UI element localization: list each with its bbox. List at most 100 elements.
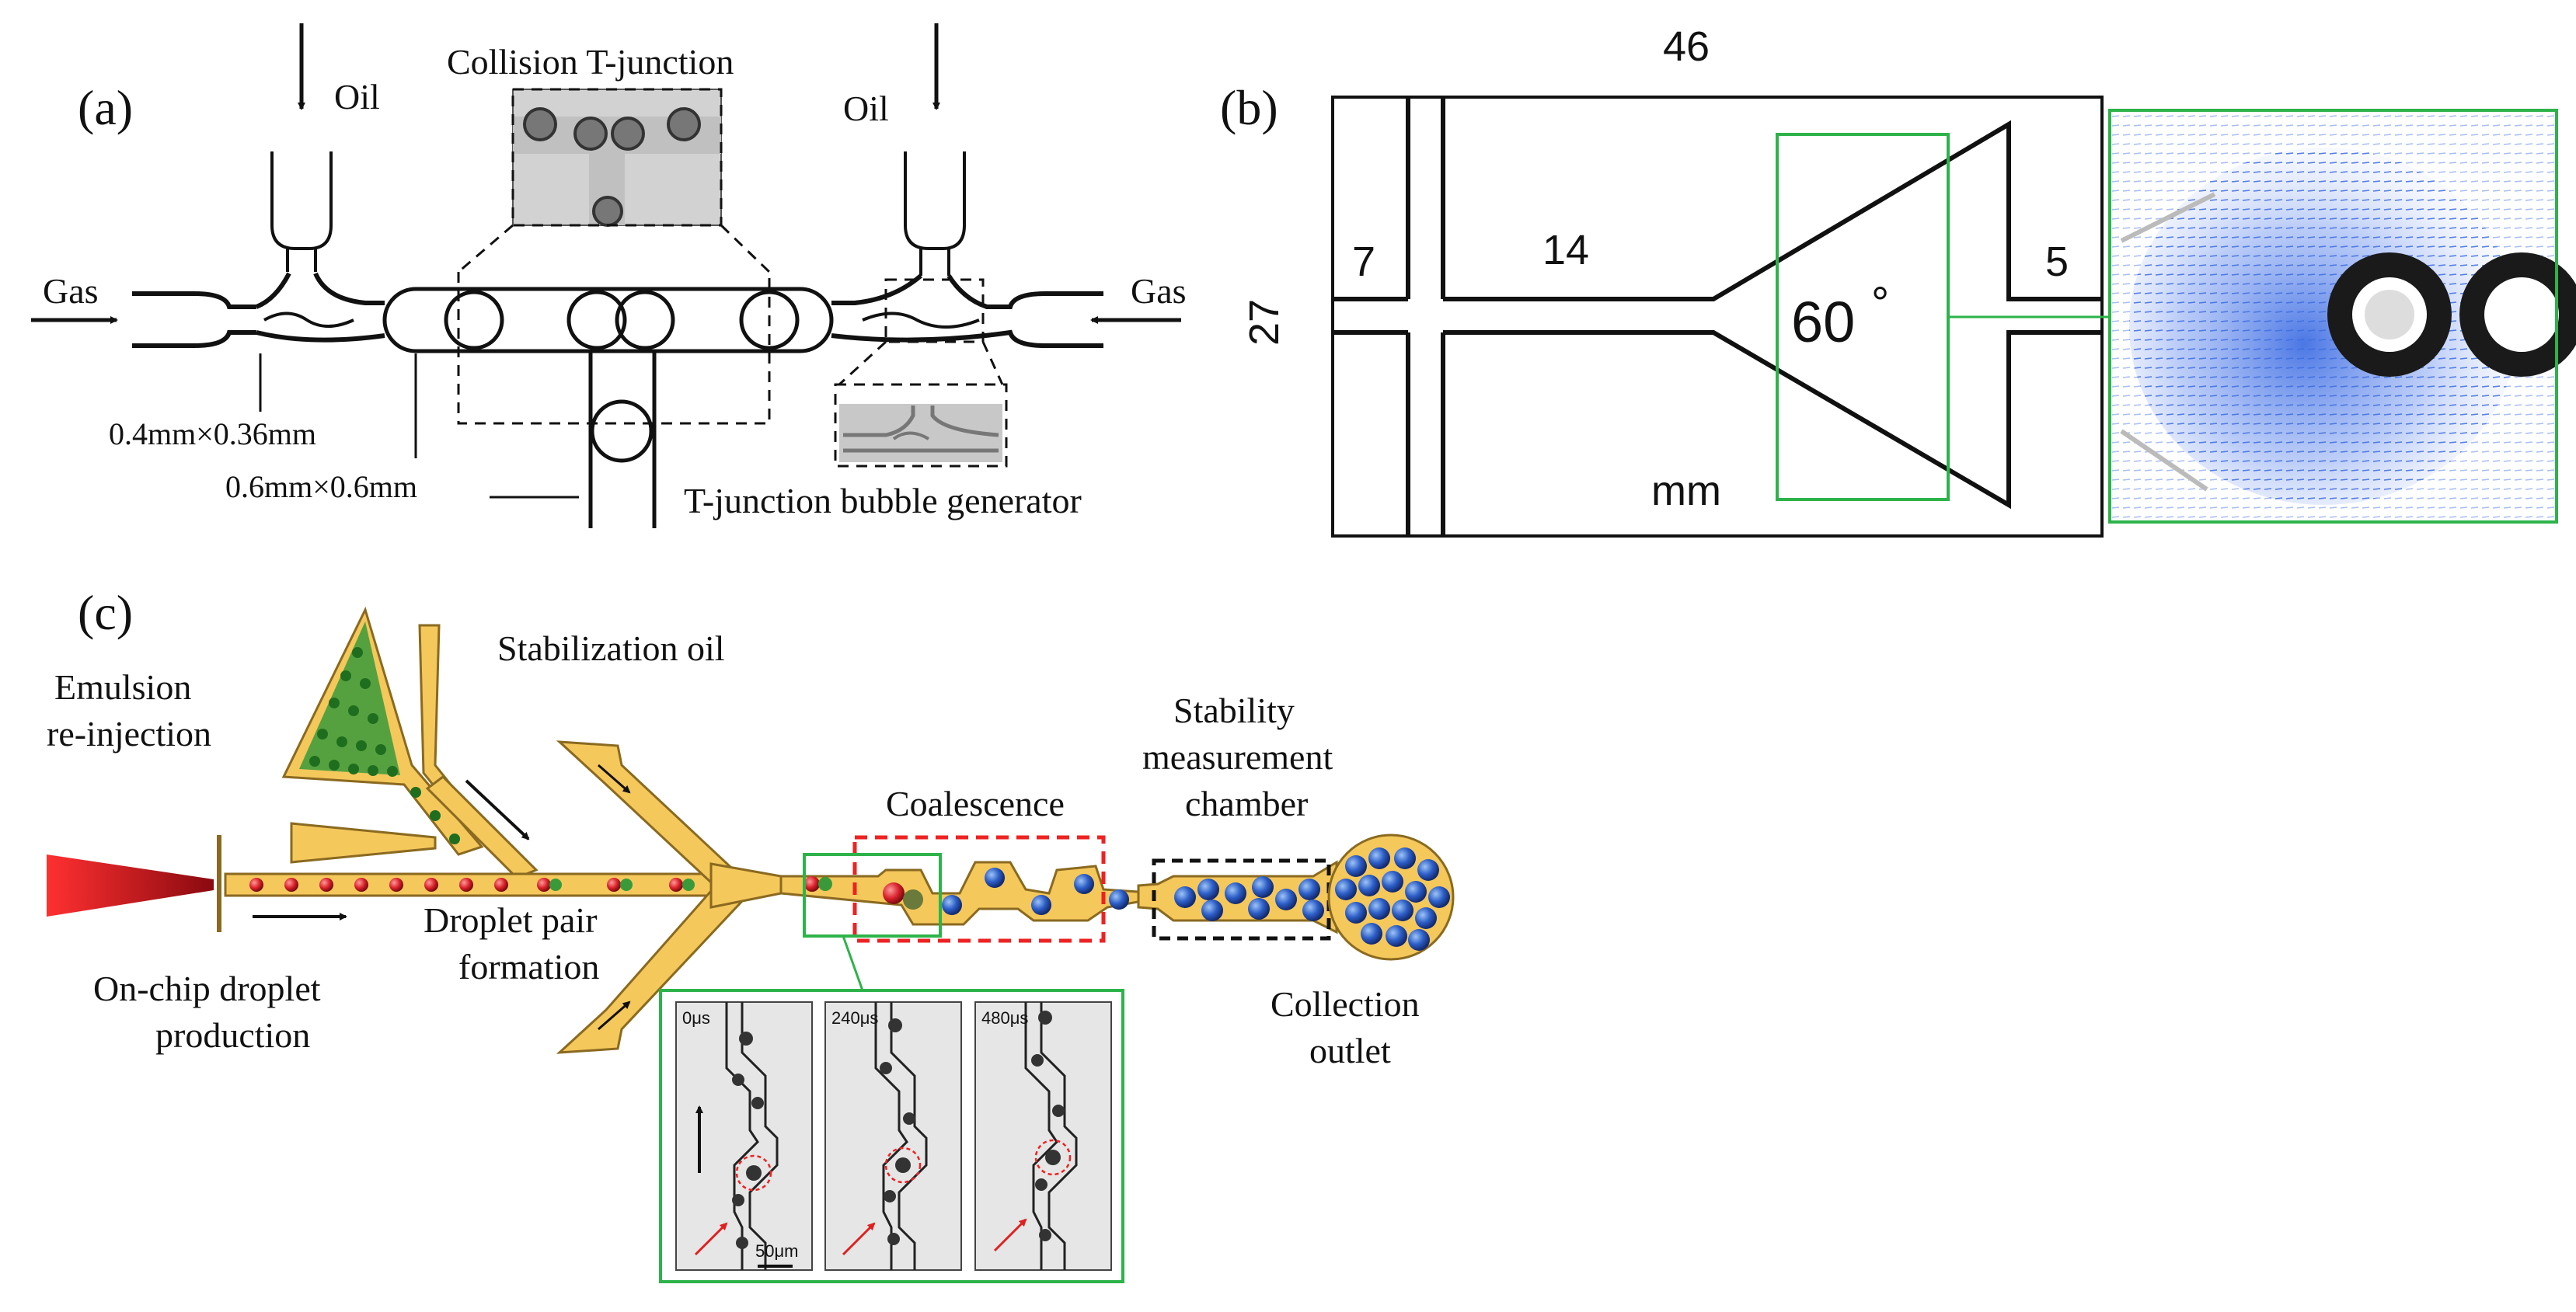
droplet bbox=[942, 895, 962, 915]
collection-label-1: Collection bbox=[1271, 984, 1420, 1024]
panel-b-label: (b) bbox=[1220, 80, 1278, 135]
droplet-green bbox=[549, 879, 562, 891]
droplet bbox=[494, 878, 508, 892]
collision-inset bbox=[512, 89, 722, 227]
unit-label: mm bbox=[1651, 468, 1721, 514]
droplet bbox=[1368, 847, 1390, 869]
flow-arrow-stab-top bbox=[598, 764, 631, 794]
droplet bbox=[1201, 900, 1223, 921]
timelapse-inset: 0μs 50μm 240μs bbox=[659, 989, 1124, 1283]
droplet bbox=[1408, 929, 1430, 951]
height-label: 27 bbox=[1241, 299, 1288, 346]
droplet bbox=[1248, 898, 1270, 920]
oil-label-left: Oil bbox=[334, 77, 380, 117]
flow-arrow-diagonal bbox=[465, 779, 530, 840]
coalescence-label: Coalescence bbox=[886, 784, 1065, 823]
coalescence-droplets bbox=[804, 868, 1129, 915]
droplet bbox=[284, 878, 298, 892]
pair-label-1: Droplet pair bbox=[424, 900, 598, 940]
droplet bbox=[985, 868, 1005, 888]
junction-node bbox=[709, 862, 783, 909]
droplet bbox=[1275, 889, 1297, 910]
side-inlet bbox=[290, 822, 437, 864]
droplet bbox=[537, 878, 551, 892]
red-droplets bbox=[249, 878, 695, 892]
main-channel-a bbox=[382, 287, 834, 528]
droplet bbox=[459, 878, 473, 892]
inset-droplet bbox=[573, 117, 608, 151]
droplet bbox=[319, 878, 333, 892]
emulsion-funnel bbox=[281, 606, 484, 856]
collision-zoom-lines bbox=[457, 88, 771, 425]
droplet bbox=[883, 882, 905, 904]
dimension-leaders bbox=[259, 353, 579, 499]
inset-droplet bbox=[667, 107, 701, 141]
frame-time-2: 240μs bbox=[831, 1008, 878, 1028]
emulsion-label-2: re-injection bbox=[47, 714, 211, 753]
droplet bbox=[1174, 886, 1196, 908]
droplet bbox=[1031, 895, 1051, 915]
droplet bbox=[1417, 859, 1439, 881]
collection-label-2: outlet bbox=[1309, 1031, 1391, 1070]
frame-time-3: 480μs bbox=[981, 1008, 1028, 1028]
channel-walls bbox=[1333, 97, 2102, 536]
flow-arrow-stab-bottom bbox=[598, 1001, 631, 1031]
chamber-droplets bbox=[1174, 876, 1324, 921]
droplet bbox=[1358, 875, 1380, 896]
droplet bbox=[1345, 902, 1367, 924]
droplet-green bbox=[682, 879, 695, 891]
outlet-label: 5 bbox=[2045, 238, 2069, 285]
panel-b: (b) 46 7 14 5 27 60 ° mm bbox=[1220, 23, 2576, 538]
main-channel-c bbox=[224, 872, 740, 897]
right-t-junction bbox=[831, 273, 1103, 348]
oil-inlet-right bbox=[904, 151, 966, 276]
droplet bbox=[1382, 871, 1403, 893]
gas-label-right: Gas bbox=[1131, 271, 1187, 311]
timelapse-zoom-box bbox=[803, 853, 942, 938]
inset-droplet bbox=[611, 117, 645, 151]
droplet bbox=[1368, 898, 1390, 920]
width-label: 46 bbox=[1663, 23, 1710, 70]
droplet bbox=[354, 878, 368, 892]
droplet bbox=[1109, 889, 1129, 910]
panel-a: (a) Oil Oil Gas Gas bbox=[31, 23, 1187, 528]
droplet bbox=[249, 878, 263, 892]
onchip-label-2: production bbox=[155, 1015, 310, 1055]
inset-droplet bbox=[523, 107, 557, 141]
dim-large-label: 0.6mm×0.6mm bbox=[225, 469, 417, 504]
top-inlet bbox=[418, 624, 453, 795]
timelapse-connector bbox=[842, 935, 864, 991]
droplet bbox=[1392, 900, 1413, 921]
oil-inlet-left bbox=[270, 151, 333, 272]
droplet bbox=[1428, 886, 1450, 908]
droplet bbox=[1225, 882, 1246, 904]
dim-small-label: 0.4mm×0.36mm bbox=[109, 416, 316, 451]
collision-label: Collision T-junction bbox=[447, 42, 734, 82]
droplet bbox=[1405, 881, 1427, 903]
panel-c: (c) bbox=[47, 585, 1455, 1283]
frame-time-1: 0μs bbox=[682, 1008, 710, 1028]
stability-label-2: measurement bbox=[1142, 737, 1333, 777]
timelapse-frame-3: 480μs bbox=[974, 1001, 1112, 1271]
droplet bbox=[1298, 879, 1320, 900]
outlet-droplets bbox=[1335, 847, 1450, 951]
inset-droplet bbox=[592, 196, 623, 227]
timelapse-frame-1: 0μs 50μm bbox=[675, 1001, 813, 1271]
droplet bbox=[1415, 907, 1437, 929]
bubble-generator-label: T-junction bubble generator bbox=[684, 481, 1082, 520]
droplet bbox=[1335, 879, 1357, 900]
stability-label-3: chamber bbox=[1185, 784, 1308, 823]
panel-a-label: (a) bbox=[78, 80, 133, 135]
coalescence-channel bbox=[779, 861, 1145, 926]
bubble-generator-inset bbox=[834, 278, 1008, 468]
onchip-label-1: On-chip droplet bbox=[93, 969, 321, 1008]
droplet bbox=[1252, 876, 1274, 898]
stab-oil-label: Stabilization oil bbox=[497, 628, 725, 668]
angle-label: 60 bbox=[1791, 290, 1855, 354]
droplet bbox=[1197, 879, 1219, 900]
droplet-source-cone bbox=[47, 854, 214, 917]
timelapse-frame-2: 240μs bbox=[824, 1001, 962, 1271]
channel-label: 14 bbox=[1542, 227, 1589, 273]
piv-inset bbox=[2108, 109, 2576, 524]
